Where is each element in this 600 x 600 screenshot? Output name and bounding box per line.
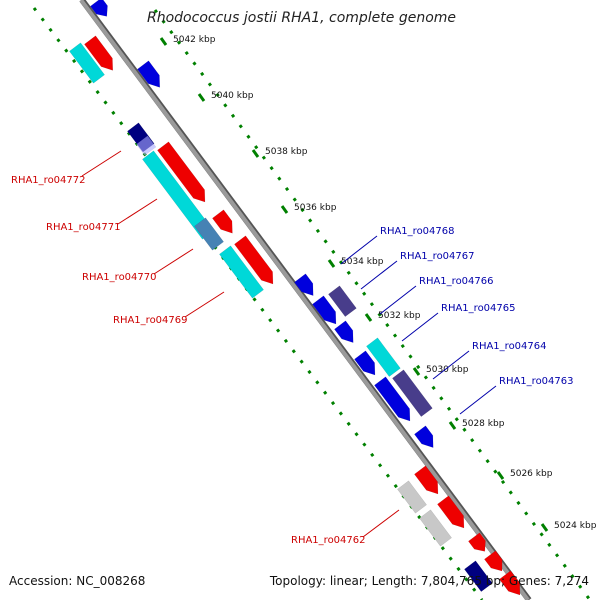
accession-text: Accession: NC_008268 xyxy=(9,574,146,588)
gene-label: RHA1_ro04762 xyxy=(291,535,366,546)
label-leader-line xyxy=(360,260,398,290)
gene-arrow xyxy=(419,509,452,547)
gene-label: RHA1_ro04772 xyxy=(11,175,86,186)
gene-arrow xyxy=(464,560,493,592)
gene-arrow xyxy=(414,465,439,495)
tick-mark xyxy=(448,421,457,430)
tick-mark xyxy=(364,313,373,322)
label-leader-line xyxy=(153,248,194,275)
tick-label: 5032 kbp xyxy=(378,311,421,321)
tick-label: 5034 kbp xyxy=(341,257,384,267)
gene-label: RHA1_ro04768 xyxy=(380,226,455,237)
gene-arrow xyxy=(157,141,206,203)
gene-arrow xyxy=(136,135,157,156)
gene-arrow xyxy=(392,369,433,417)
gene-label: RHA1_ro04763 xyxy=(499,376,574,387)
tick-label: 5030 kbp xyxy=(426,365,469,375)
tick-label: 5042 kbp xyxy=(173,35,216,45)
gene-arrow xyxy=(437,495,465,529)
gene-arrow xyxy=(354,350,376,376)
tick-mark xyxy=(197,93,206,102)
gene-arrow xyxy=(366,337,401,377)
gene-arrow xyxy=(468,532,486,552)
genome-backbone xyxy=(79,0,530,600)
tick-mark xyxy=(496,471,505,480)
gene-arrow xyxy=(194,217,224,251)
gene-arrow xyxy=(397,480,427,514)
gene-label: RHA1_ro04769 xyxy=(113,315,188,326)
label-leader-line xyxy=(81,150,122,177)
gene-arrow xyxy=(328,285,357,317)
tick-mark xyxy=(327,259,336,268)
label-leader-line xyxy=(340,235,378,265)
tick-label: 5040 kbp xyxy=(211,91,254,101)
gene-arrow xyxy=(312,295,337,325)
gene-arrow xyxy=(234,235,274,285)
tick-label: 5026 kbp xyxy=(510,469,553,479)
gene-arrow xyxy=(374,376,411,422)
label-leader-line xyxy=(401,312,439,342)
tick-label: 5036 kbp xyxy=(294,203,337,213)
gene-arrow xyxy=(90,0,108,17)
topology-text: Topology: linear; Length: 7,804,765 bp; … xyxy=(269,574,589,588)
gene-label: RHA1_ro04767 xyxy=(400,251,475,262)
tick-line-right xyxy=(153,9,592,600)
gene-arrow xyxy=(484,550,503,572)
gene-arrow xyxy=(212,209,233,234)
label-leader-line xyxy=(184,291,225,318)
gene-arrow xyxy=(137,60,161,88)
tick-mark xyxy=(412,367,421,376)
gene-label: RHA1_ro04765 xyxy=(441,303,516,314)
gene-arrow xyxy=(84,35,114,71)
tick-mark xyxy=(540,523,549,532)
gene-arrow xyxy=(142,150,214,240)
gene-label: RHA1_ro04764 xyxy=(472,341,547,352)
tick-label: 5024 kbp xyxy=(554,521,597,531)
gene-arrow xyxy=(414,425,434,448)
gene-label: RHA1_ro04766 xyxy=(419,276,494,287)
tick-mark xyxy=(251,149,260,158)
tick-mark xyxy=(280,205,289,214)
gene-label: RHA1_ro04770 xyxy=(82,272,157,283)
gene-label: RHA1_ro04771 xyxy=(46,222,121,233)
tick-mark xyxy=(159,37,168,46)
gene-arrow xyxy=(334,320,354,343)
gene-arrow xyxy=(69,42,105,84)
gene-arrow xyxy=(499,570,521,596)
tick-label: 5028 kbp xyxy=(462,419,505,429)
gene-arrow xyxy=(219,245,264,299)
label-leader-line xyxy=(117,198,158,225)
label-leader-line xyxy=(379,285,417,315)
label-leader-line xyxy=(432,350,470,380)
gene-arrow xyxy=(294,273,314,296)
tick-label: 5038 kbp xyxy=(265,147,308,157)
label-leader-line xyxy=(459,385,497,415)
label-leader-line xyxy=(362,509,400,538)
map-title: Rhodococcus jostii RHA1, complete genome xyxy=(147,10,457,26)
